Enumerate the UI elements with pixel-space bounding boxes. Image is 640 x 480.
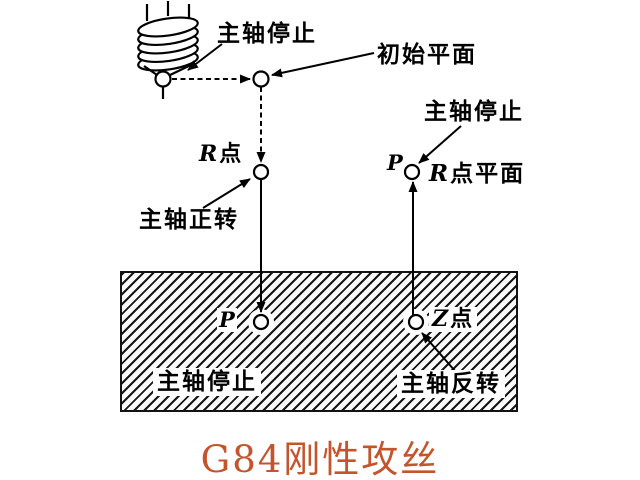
tool-tip-point xyxy=(154,70,172,88)
label-r-plane: R点平面 xyxy=(429,160,526,187)
label-p-right: P xyxy=(387,150,403,175)
figure-title: G84刚性攻丝 xyxy=(200,438,440,480)
tap-tool-icon xyxy=(137,1,199,99)
label-z-point: Z点 xyxy=(429,306,478,333)
spindle-forward-leader xyxy=(202,178,251,209)
initial-plane-leader xyxy=(271,52,375,78)
label-spindle-stop-right: 主轴停止 xyxy=(424,99,524,125)
p-right-marker xyxy=(403,163,421,181)
label-spindle-stop-bottom: 主轴停止 xyxy=(153,368,261,397)
label-spindle-reverse: 主轴反转 xyxy=(397,370,505,399)
spindle-stop-right-leader xyxy=(418,125,462,164)
z-point-marker xyxy=(407,313,425,331)
label-p-left: P xyxy=(217,307,237,333)
label-spindle-stop-top: 主轴停止 xyxy=(217,21,317,47)
label-r-point: R点 xyxy=(199,141,244,167)
r-point-marker xyxy=(252,163,270,181)
spindle-reverse-leader xyxy=(421,332,456,372)
spindle-stop-top-leader xyxy=(187,43,223,71)
label-spindle-forward: 主轴正转 xyxy=(139,207,239,233)
initial-plane-point xyxy=(252,70,270,88)
label-initial-plane: 初始平面 xyxy=(377,42,477,68)
p-point-marker xyxy=(252,313,270,331)
